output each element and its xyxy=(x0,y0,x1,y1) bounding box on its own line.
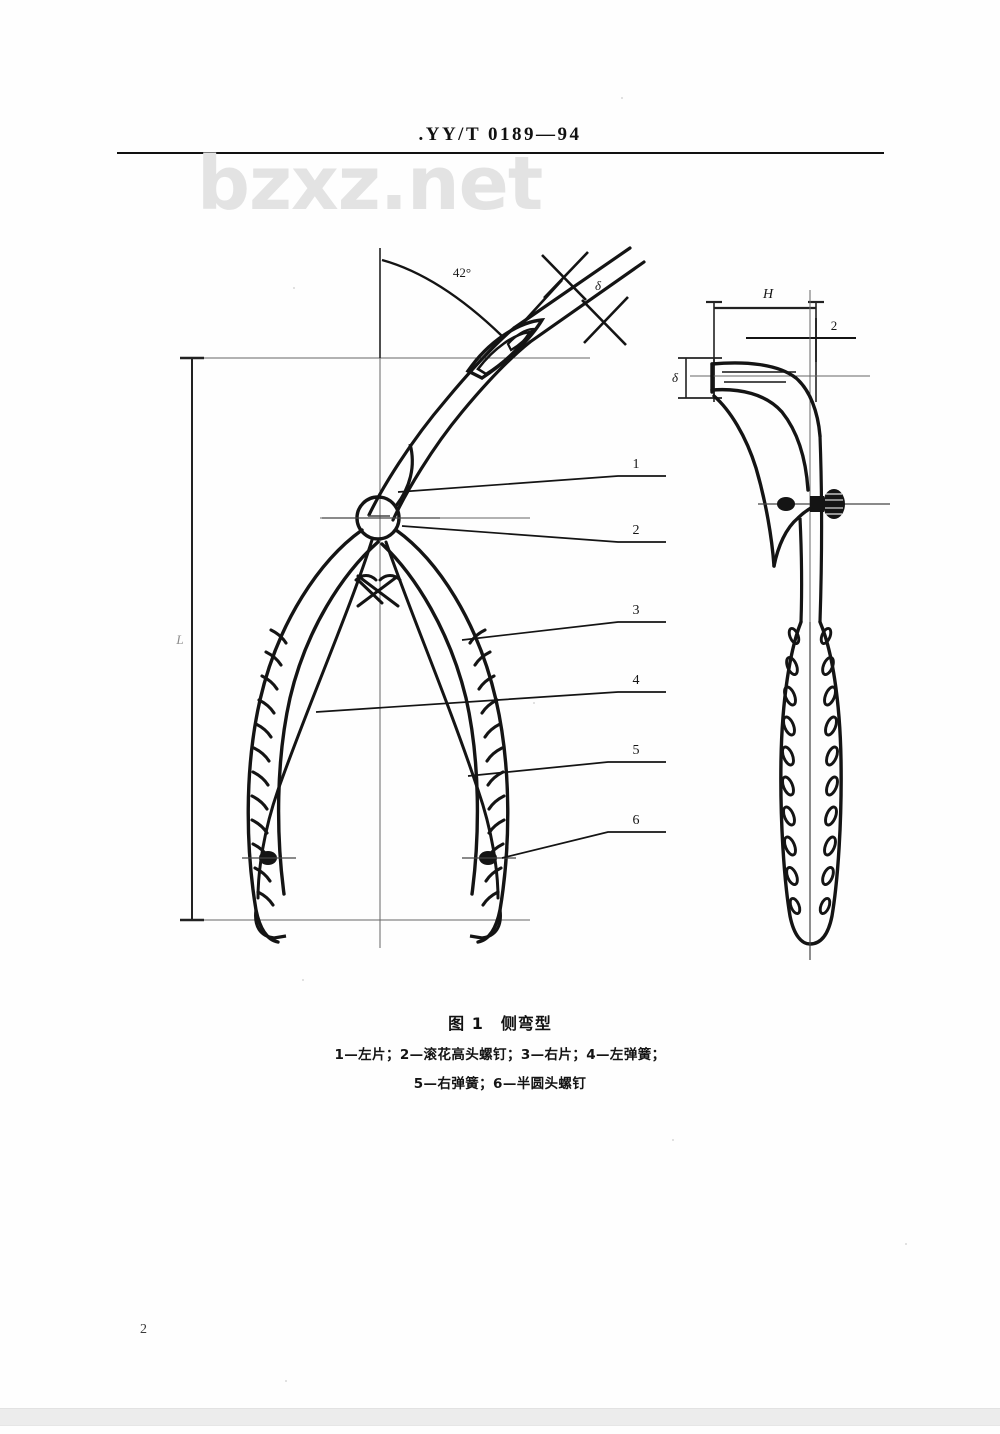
figure-caption-title: 图 1 侧弯型 xyxy=(448,1014,552,1033)
scan-speckle xyxy=(285,1380,287,1382)
callout-5: 5 xyxy=(633,743,640,758)
height-dimension xyxy=(706,300,824,402)
right-handle-tail xyxy=(469,909,502,940)
figure-svg: L 42° δ xyxy=(175,246,890,960)
callout-4: 4 xyxy=(633,673,640,688)
side-view: H 2 δ xyxy=(672,287,890,960)
front-thickness-label: δ xyxy=(595,278,602,293)
figure-drawing: L 42° δ xyxy=(110,230,900,970)
side-handle-outline xyxy=(779,620,843,946)
upper-arm xyxy=(367,246,646,522)
scan-speckle xyxy=(302,979,304,981)
jaw-shoulder xyxy=(394,443,414,507)
watermark-text: bzxz.net xyxy=(197,141,543,227)
side-pivot-screw xyxy=(758,489,890,519)
length-dimension-label: L xyxy=(175,632,183,647)
callout-3: 3 xyxy=(633,603,640,618)
callout-numbers: 1 2 3 4 5 6 xyxy=(633,457,640,828)
crossed-springs xyxy=(256,538,500,900)
left-knurl xyxy=(250,628,288,907)
scan-speckle xyxy=(621,97,623,99)
callout-6: 6 xyxy=(633,813,640,828)
delta-witness-marks xyxy=(519,251,629,346)
scan-speckle xyxy=(672,1139,674,1141)
handle-screw-left xyxy=(242,851,296,865)
figure-legend-line-1: 1—左片；2—滚花高头螺钉；3—右片；4—左弹簧； xyxy=(334,1047,666,1063)
scan-speckle xyxy=(533,702,535,704)
side-detail-leader xyxy=(746,318,856,362)
height-label: H xyxy=(762,287,774,302)
angle-label: 42° xyxy=(453,265,471,280)
callout-1: 1 xyxy=(633,457,640,472)
side-thickness-label: δ xyxy=(672,370,679,385)
side-head-outline xyxy=(710,361,822,568)
right-plate xyxy=(380,528,510,944)
side-handle-dimples xyxy=(781,626,839,916)
header-rule xyxy=(117,152,884,154)
side-head-inner xyxy=(722,371,796,383)
page-number: 2 xyxy=(140,1322,147,1337)
handle-screw-right xyxy=(462,851,516,865)
left-plate xyxy=(246,528,380,944)
callout-2: 2 xyxy=(633,523,640,538)
angle-annotation xyxy=(379,248,503,358)
standard-code-header: .YY/T 0189—94 xyxy=(418,124,582,145)
length-dimension xyxy=(180,356,204,922)
front-view: L 42° δ xyxy=(175,246,646,948)
side-detail-label: 2 xyxy=(831,318,838,333)
scan-edge-band xyxy=(0,1408,1000,1426)
scan-speckle xyxy=(905,1243,907,1245)
callout-leaders xyxy=(315,475,666,859)
figure-legend-line-2: 5—右弹簧；6—半圆头螺钉 xyxy=(413,1076,587,1092)
jaw-tip-eye xyxy=(465,318,546,380)
left-handle-tail xyxy=(254,909,287,940)
pivot-joint xyxy=(322,495,440,541)
scan-speckle xyxy=(293,287,295,289)
side-stem xyxy=(798,435,824,623)
